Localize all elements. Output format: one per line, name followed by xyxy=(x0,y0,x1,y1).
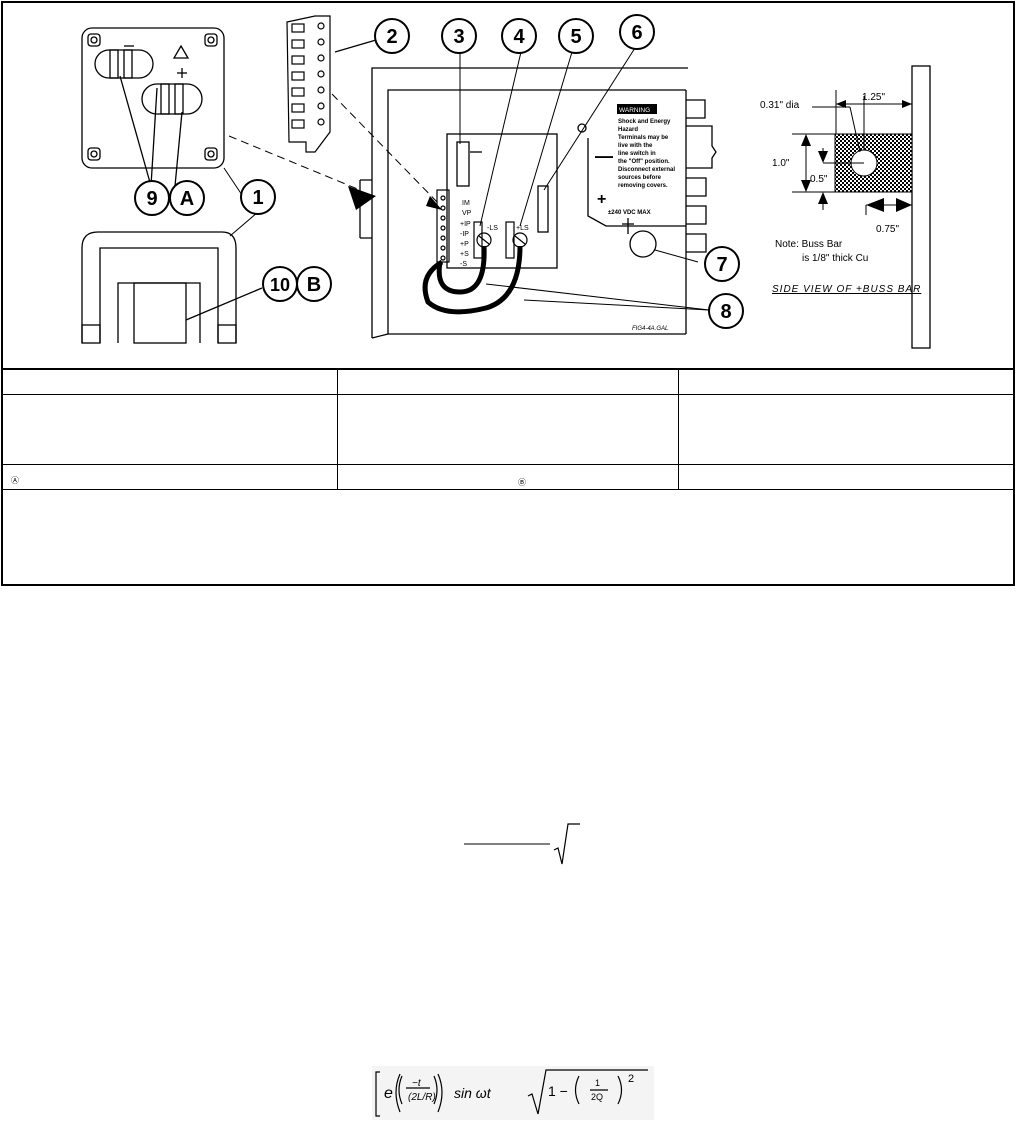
dim-offset: 0.75" xyxy=(876,224,899,235)
terminal-cover xyxy=(81,27,225,187)
terminal-label-plus-p: +P xyxy=(460,241,469,248)
damped-sine-equation: e −t (2L/R) sin ωt 1 − 1 2Q 2 xyxy=(372,1066,654,1120)
callout-6: 6 xyxy=(631,22,642,44)
output-terminals xyxy=(436,189,528,263)
callout-8: 8 xyxy=(720,301,731,323)
dim-half-height: 0.5" xyxy=(810,174,828,185)
callout-10: 10 xyxy=(270,275,290,295)
svg-text:Terminals may be: Terminals may be xyxy=(618,135,669,141)
svg-text:WARNING: WARNING xyxy=(619,107,650,114)
svg-text:live with the: live with the xyxy=(618,143,653,149)
equation-render: e −t (2L/R) sin ωt 1 − 1 2Q 2 xyxy=(375,1069,648,1117)
row-mark-b: Ⓑ xyxy=(518,478,526,487)
terminal-labels: IM VP +IP -IP +P +S -S -LS +LS xyxy=(460,200,529,268)
sense-label-minus: -LS xyxy=(487,225,498,232)
callout-9: 9 xyxy=(146,188,157,210)
svg-text:Disconnect external: Disconnect external xyxy=(618,167,675,173)
dim-width: 1.25" xyxy=(862,92,885,103)
callout-7: 7 xyxy=(716,254,727,276)
sense-label-plus: +LS xyxy=(516,225,529,232)
svg-text:2: 2 xyxy=(628,1073,634,1085)
buss-bar-note-2: is 1/8" thick Cu xyxy=(802,253,868,264)
callout-2: 2 xyxy=(386,26,397,48)
callouts xyxy=(134,14,744,329)
equation-fragment-1 xyxy=(464,823,580,865)
svg-text:Hazard: Hazard xyxy=(618,127,638,133)
warning-label: WARNING Shock and Energy Hazard Terminal… xyxy=(617,104,675,189)
buss-bar-note-1: Note: Buss Bar xyxy=(775,239,843,250)
callout-5: 5 xyxy=(570,26,581,48)
svg-text:Shock and Energy: Shock and Energy xyxy=(618,119,671,125)
buss-bar-side-view xyxy=(792,65,931,349)
terminal-label-vp: VP xyxy=(462,210,472,217)
callout-4: 4 xyxy=(513,26,525,48)
terminal-label-minus-s: -S xyxy=(460,261,467,268)
svg-text:removing covers.: removing covers. xyxy=(618,183,668,189)
table-divider-3 xyxy=(1,464,1015,465)
row-mark-a: Ⓐ xyxy=(11,476,19,485)
buss-bar-caption: SIDE VIEW OF +BUSS BAR xyxy=(772,284,921,295)
callout-1: 1 xyxy=(252,187,263,209)
polarity-minus: — xyxy=(595,146,613,166)
table-divider-4 xyxy=(1,489,1015,490)
svg-text:1 −: 1 − xyxy=(548,1083,568,1099)
table-column-divider-1 xyxy=(337,368,338,489)
rear-panel xyxy=(359,67,717,339)
svg-text:sources before: sources before xyxy=(618,175,662,181)
svg-text:e: e xyxy=(384,1085,393,1102)
dim-height: 1.0" xyxy=(772,158,790,169)
table-column-divider-2 xyxy=(678,368,679,489)
callout-labels: 1 2 3 4 5 6 7 8 9 A 10 B xyxy=(146,22,731,323)
buss-bar-cover xyxy=(81,231,263,344)
polarity-plus: + xyxy=(597,191,606,208)
terminal-label-plus-s: +S xyxy=(460,251,469,258)
svg-text:−t: −t xyxy=(412,1078,422,1089)
insertion-arrow xyxy=(348,186,376,210)
table-divider-1 xyxy=(1,368,1015,370)
wiring-figure: IM VP +IP -IP +P +S -S -LS +LS WARNING S… xyxy=(81,14,931,349)
terminal-label-im: IM xyxy=(462,200,470,207)
buss-bar-labels: 0.31" dia 1.25" 1.0" 0.5" 0.75" Note: Bu… xyxy=(760,92,921,295)
table-divider-2 xyxy=(1,394,1015,395)
svg-text:2Q: 2Q xyxy=(591,1092,603,1102)
insertion-guides xyxy=(228,93,441,206)
svg-text:sin ωt: sin ωt xyxy=(454,1085,492,1101)
dim-dia: 0.31" dia xyxy=(760,100,800,111)
svg-text:(2L/R): (2L/R) xyxy=(408,1092,436,1103)
figure-table-frame xyxy=(1,1,1015,586)
terminal-label-plus-ip: +IP xyxy=(460,221,471,228)
svg-text:the "Off" position.: the "Off" position. xyxy=(618,159,670,165)
svg-text:1: 1 xyxy=(595,1078,600,1088)
callout-b: B xyxy=(307,274,321,296)
file-reference: FIG4-4A.GAL xyxy=(632,326,668,332)
callout-3: 3 xyxy=(453,26,464,48)
callout-a: A xyxy=(180,188,194,210)
sense-jumpers xyxy=(422,245,523,315)
voltage-label: ±240 VDC MAX xyxy=(608,210,651,216)
terminal-label-minus-ip: -IP xyxy=(460,231,469,238)
callout-leaders xyxy=(223,47,710,311)
sense-connector xyxy=(286,15,377,153)
svg-text:line switch in: line switch in xyxy=(618,151,656,157)
